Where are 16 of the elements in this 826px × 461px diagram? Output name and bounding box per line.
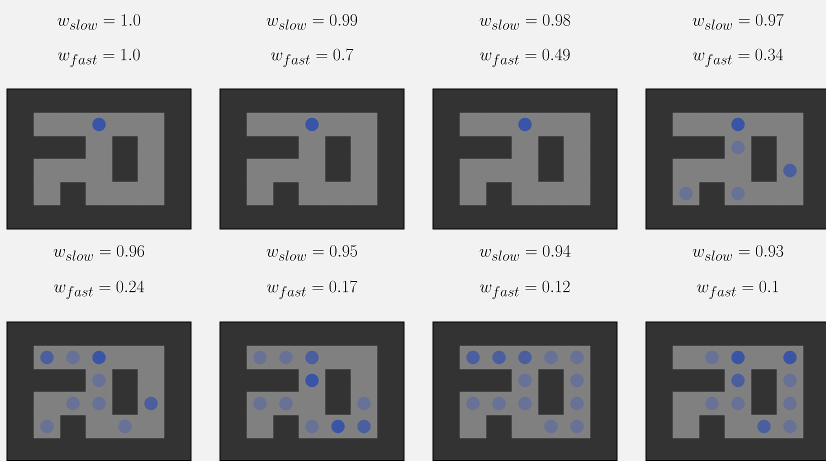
- formula-label: $w_{slow} = 0.96$: [54, 245, 144, 261]
- formula-label: $w_{slow} = 0.99$: [266, 14, 358, 30]
- formula-label: $w_{slow} = 0.95$: [266, 245, 358, 261]
- formula-label: $w_{slow} = 0.93$: [692, 245, 784, 261]
- formula-label: $w_{fast} = 0.7$: [271, 48, 354, 68]
- formula-label: $w_{fast} = 0.49$: [480, 48, 570, 68]
- formula-label: $w_{slow} = 0.94$: [480, 245, 570, 261]
- formula-label: $w_{fast} = 0.17$: [267, 280, 358, 300]
- formula-label: $w_{fast} = 1.0$: [58, 48, 140, 68]
- formula-label: $w_{slow} = 1.0$: [58, 14, 140, 30]
- formula-label: $w_{fast} = 0.34$: [693, 48, 784, 68]
- formula-label: $w_{fast} = 0.24$: [54, 280, 144, 300]
- formula-label: $w_{slow} = 0.97$: [692, 14, 784, 30]
- formula-label: $w_{slow} = 0.98$: [480, 14, 570, 30]
- formula-label: $w_{fast} = 0.1$: [697, 280, 778, 300]
- formula-label: $w_{fast} = 0.12$: [480, 280, 570, 300]
